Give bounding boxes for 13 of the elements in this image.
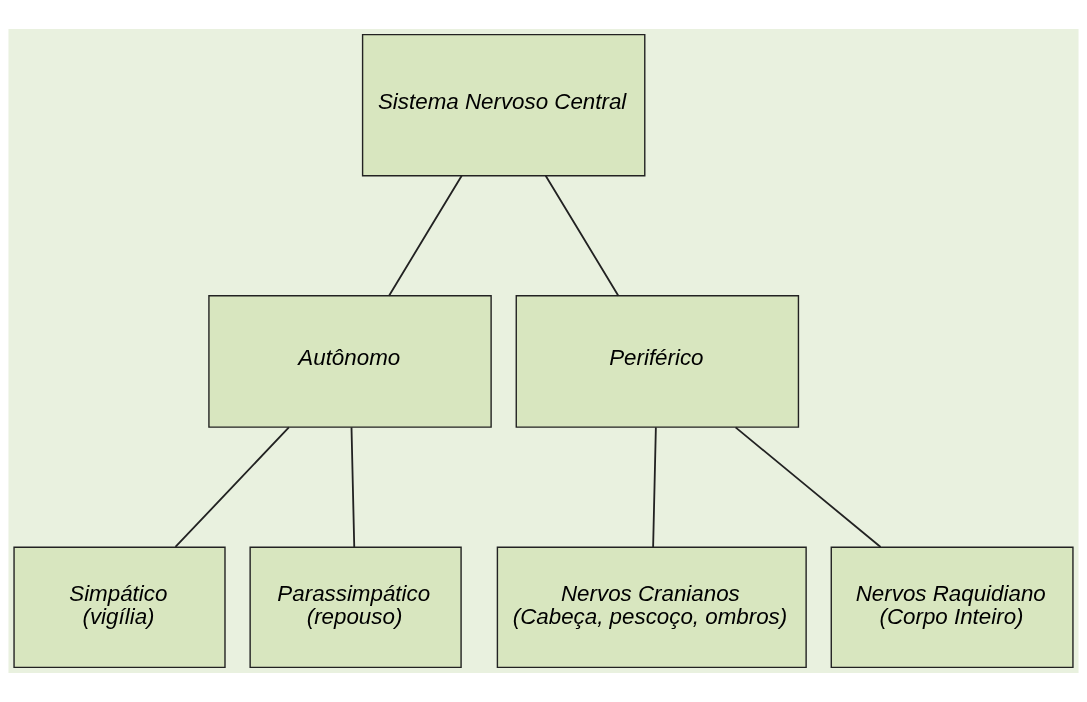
node-box: Autônomo bbox=[208, 295, 492, 428]
node-box: Sistema Nervoso Central bbox=[361, 33, 646, 177]
node-box: Nervos Raquidiano (Corpo Inteiro) bbox=[830, 546, 1074, 669]
node-box: Periférico bbox=[515, 295, 800, 428]
connector bbox=[544, 174, 620, 297]
connector bbox=[388, 174, 463, 297]
node-box: Simpático (vigília) bbox=[13, 546, 226, 669]
connector bbox=[350, 426, 356, 548]
connector bbox=[734, 426, 882, 548]
connector bbox=[652, 426, 657, 548]
node-box: Parassimpático (repouso) bbox=[249, 546, 462, 669]
node-box: Nervos Cranianos (Cabeça, pescoço, ombros) bbox=[496, 546, 807, 669]
connector bbox=[174, 426, 290, 548]
